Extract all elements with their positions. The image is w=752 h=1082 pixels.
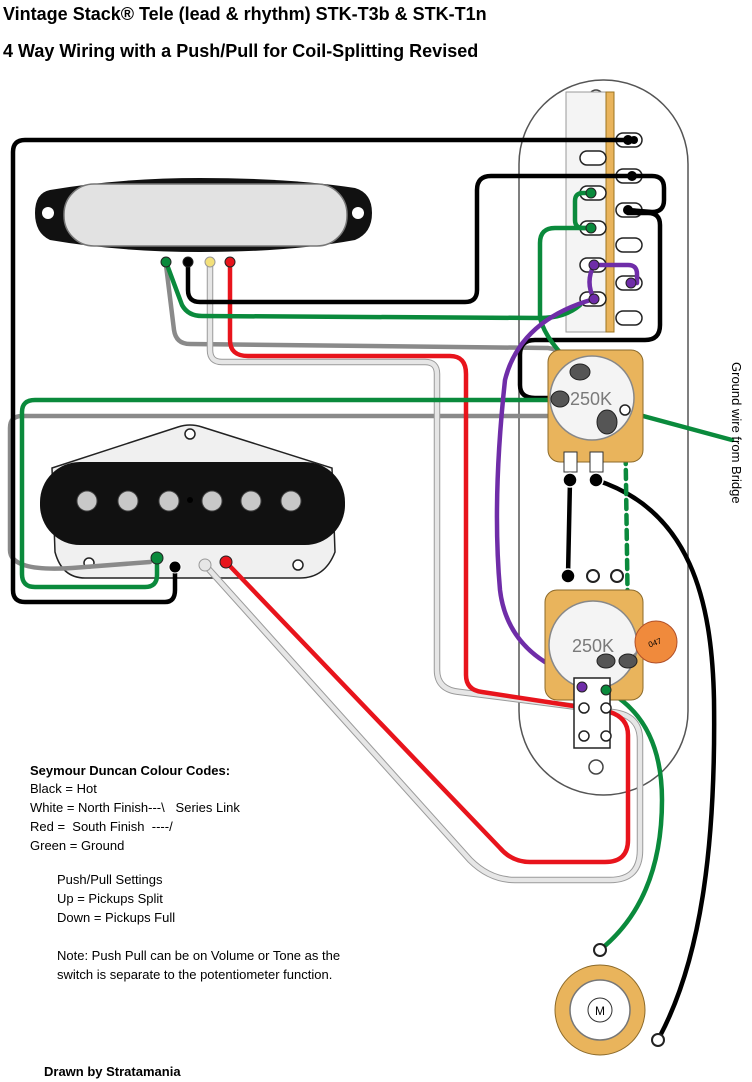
colour-code-line: Red = South Finish ----/ (30, 819, 173, 834)
bridge-pickup-body (40, 462, 345, 545)
switch-lug (615, 237, 643, 253)
jack-label: M (595, 1004, 605, 1018)
switch-terminal-green (585, 187, 597, 199)
switch-terminal-green (585, 222, 597, 234)
control-plate-screw-bottom (588, 759, 604, 775)
volume-pot-terminal (619, 404, 631, 416)
solder-blob (550, 390, 570, 408)
pole-piece (240, 490, 262, 512)
bridge-terminal-black (168, 560, 182, 574)
push-pull-terminal-green (600, 684, 612, 696)
wire-green-neck-to-switch (163, 259, 583, 321)
colour-code-line: White = North Finish---\ Series Link (30, 800, 240, 815)
wire-white-bridge-to-push-pull (202, 562, 643, 883)
switch-terminal-black (627, 171, 637, 181)
wire-red-neck-to-push-pull (227, 259, 583, 710)
pole-piece (280, 490, 302, 512)
jack-center (587, 997, 613, 1023)
bridge-pickup-center-dot (187, 497, 193, 503)
wire-black-volume-to-jack (593, 477, 717, 1039)
neck-terminal-black (182, 256, 194, 268)
wire-green-tone-to-jack (597, 687, 665, 953)
switch-terminal-black (623, 205, 633, 215)
jack-tip-lug (593, 943, 607, 957)
capacitor-label: 047 (647, 636, 663, 649)
solder-blob (596, 409, 618, 435)
switch-lug (615, 310, 643, 326)
switch-terminal-purple (625, 277, 637, 289)
push-pull-lug (578, 730, 590, 742)
switch-lug (579, 150, 607, 166)
pole-piece (158, 490, 180, 512)
wire-black-switch-to-volume (517, 210, 663, 401)
wire-purple-switch-to-push-pull (494, 296, 597, 690)
wire-black-volume-to-tone (565, 477, 573, 579)
tone-pot-lug (560, 568, 576, 584)
bridge-terminal-red (219, 555, 233, 569)
pole-piece (76, 490, 98, 512)
wire-red-bridge-to-push-pull (223, 559, 631, 865)
neck-pickup-screw-hole (42, 207, 54, 219)
wire-black-neck-to-switch (185, 173, 667, 305)
neck-pickup-cover (63, 183, 348, 247)
volume-pot-lug (589, 451, 604, 473)
switch-terminal-black (630, 136, 638, 144)
push-pull-lug (600, 702, 612, 714)
tone-pot-lug (586, 569, 600, 583)
solder-blob (569, 363, 591, 381)
switch-terminal-purple (588, 259, 600, 271)
terminal-dots (150, 135, 638, 574)
wire-purple-switch-jumper (591, 262, 640, 286)
ground-wire-note: Ground wire from Bridge (729, 362, 744, 504)
neck-terminal-green (160, 256, 172, 268)
neck-pickup (35, 178, 372, 252)
bridge-terminal-green (150, 551, 164, 565)
push-pull-terminal-purple (576, 681, 588, 693)
colour-code-line: Black = Hot (30, 781, 97, 796)
colour-code-line: Green = Ground (30, 838, 125, 853)
tone-pot: 250K 047 (544, 568, 678, 749)
neck-pickup-screw-hole (352, 207, 364, 219)
switch-terminal-purple (588, 293, 600, 305)
neck-terminal-white (204, 256, 216, 268)
wires (7, 137, 735, 1039)
push-pull-line: Down = Pickups Full (57, 910, 176, 925)
volume-pot-label: 250K (570, 389, 612, 409)
wire-white-neck-to-push-pull (207, 259, 588, 711)
push-pull-lug (600, 730, 612, 742)
tone-pot-label: 250K (572, 636, 614, 656)
note-line: switch is separate to the potentiometer … (57, 967, 333, 982)
push-pull-line: Up = Pickups Split (57, 891, 163, 906)
neck-terminal-red (224, 256, 236, 268)
bridge-pickup-screw-hole (292, 559, 304, 571)
volume-pot-terminal (562, 472, 578, 488)
switch-strip (605, 91, 615, 333)
bridge-pickup-screw-hole (184, 428, 196, 440)
push-pull-heading: Push/Pull Settings (57, 872, 163, 887)
switch-terminal-black (623, 135, 633, 145)
volume-pot: 250K (547, 349, 644, 488)
pole-piece (117, 490, 139, 512)
note-line: Note: Push Pull can be on Volume or Tone… (57, 948, 341, 963)
wire-black-switch-to-bridge (10, 137, 631, 605)
volume-pot-terminal (588, 472, 604, 488)
colour-codes-heading: Seymour Duncan Colour Codes: (30, 763, 231, 778)
tone-pot-lug (610, 569, 624, 583)
capacitor (634, 620, 678, 664)
output-jack: M (554, 943, 665, 1056)
wire-green-bridge-to-volume (19, 397, 561, 590)
credit: Drawn by Stratamania (44, 1064, 181, 1079)
push-pull-lug (578, 702, 590, 714)
solder-blob (618, 653, 638, 669)
bridge-terminal-white (198, 558, 212, 572)
solder-blob (596, 653, 616, 669)
volume-pot-lug (563, 451, 578, 473)
wire-gray-bridge-to-volume (7, 413, 559, 571)
diagram-title-line-1: Vintage Stack® Tele (lead & rhythm) STK-… (3, 4, 487, 24)
diagram-title-line-2: 4 Way Wiring with a Push/Pull for Coil-S… (3, 41, 479, 61)
bridge-pickup (40, 424, 345, 579)
pole-piece (201, 490, 223, 512)
jack-sleeve-lug (651, 1033, 665, 1047)
